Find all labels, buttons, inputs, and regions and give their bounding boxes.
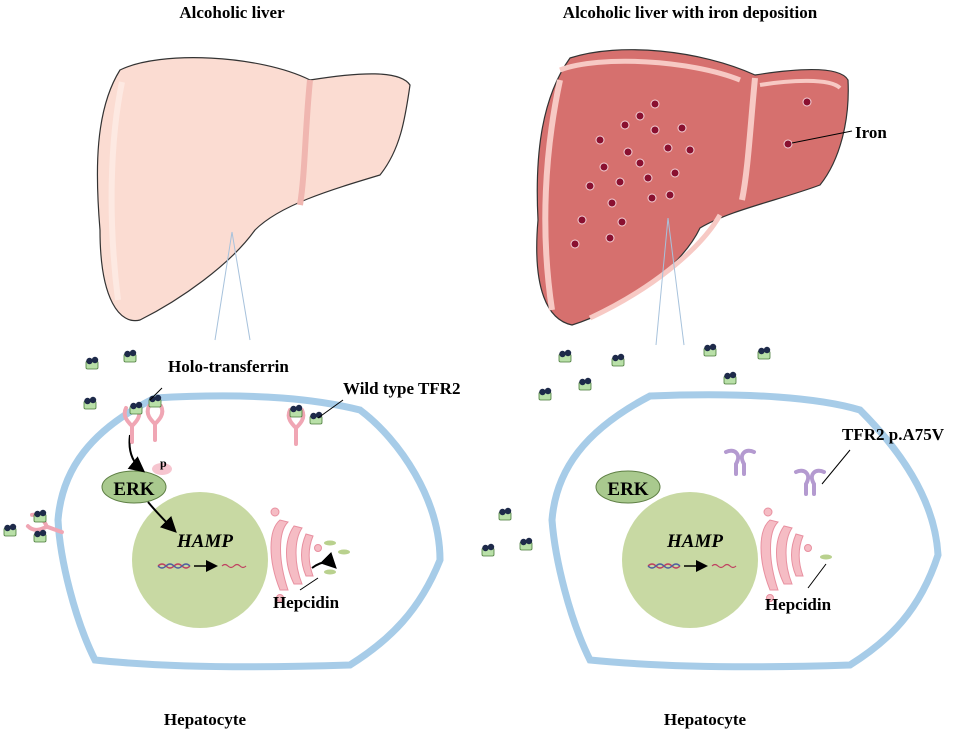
wild-type-tfr2-label: Wild type TFR2 (343, 379, 460, 398)
left-erk-label: ERK (113, 479, 154, 500)
left-panel: Alcoholic liver Holo-transferrin Wild ty… (3, 3, 460, 729)
left-arrow-receptor-to-erk (127, 434, 146, 473)
left-hepcidin-label: Hepcidin (273, 593, 340, 612)
right-erk-label: ERK (607, 479, 648, 500)
left-hamp-label: HAMP (176, 531, 233, 552)
right-title: Alcoholic liver with iron deposition (563, 3, 818, 22)
normal-liver (96, 57, 411, 341)
right-dna-icon (647, 560, 737, 572)
right-erk (595, 470, 661, 504)
right-golgi (760, 507, 812, 602)
erk-phospho-label: p (160, 456, 167, 470)
left-dna-icon (157, 560, 247, 572)
left-hepatocyte-label: Hepatocyte (164, 710, 247, 729)
left-title: Alcoholic liver (179, 3, 285, 22)
right-hamp-label: HAMP (666, 531, 723, 552)
left-nucleus (132, 492, 268, 628)
tfr2-mutant-label: TFR2 p.A75V (842, 425, 945, 444)
right-hepcidin-label: Hepcidin (765, 595, 832, 614)
left-golgi (270, 507, 322, 602)
right-hepcidin-particle (820, 554, 832, 560)
right-nucleus (622, 492, 758, 628)
right-hepatocyte-label: Hepatocyte (664, 710, 747, 729)
left-erk-phospho-bump (152, 463, 172, 475)
left-arrow-erk-to-hamp (147, 501, 177, 533)
holo-transferrin-label: Holo-transferrin (168, 357, 289, 376)
iron-liver (536, 49, 849, 346)
iron-dots (570, 97, 812, 249)
iron-label: Iron (855, 123, 887, 142)
right-panel: Alcoholic liver with iron deposition Iro… (481, 3, 945, 729)
left-arrow-golgi-to-hepcidin (311, 551, 337, 569)
left-hepcidin-particles (324, 540, 350, 575)
